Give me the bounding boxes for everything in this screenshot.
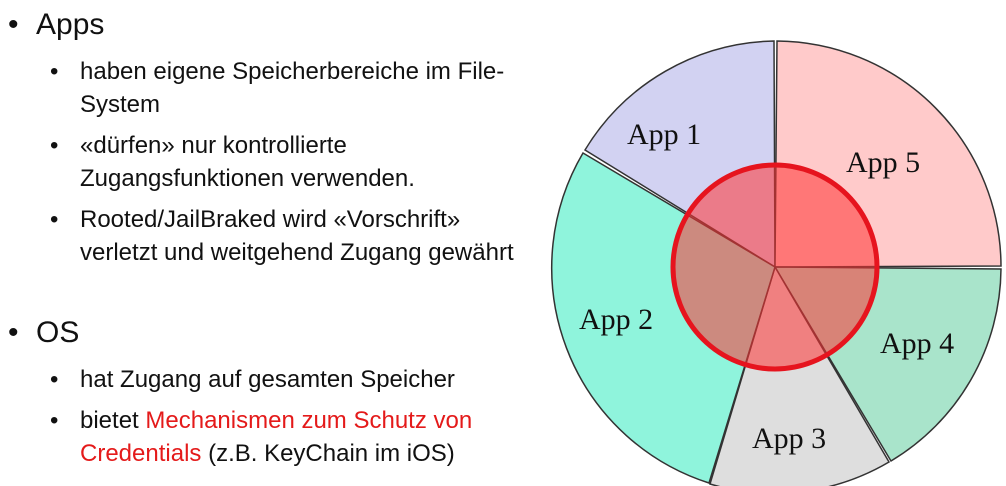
bullet-text: «dürfen» nur kontrollierte Zugangsfunkti… xyxy=(80,132,415,192)
bullet-text-suffix: (z.B. KeyChain im iOS) xyxy=(201,440,455,467)
os-access-circle xyxy=(670,162,880,372)
bullet-marker: • xyxy=(50,132,59,159)
bullet-text: hat Zugang auf gesamten Speicher xyxy=(80,366,455,393)
slice-app-3 xyxy=(709,265,891,486)
bullet-marker: • xyxy=(50,366,59,393)
slice-label-app-2: App 2 xyxy=(579,303,653,336)
bullet-marker: • xyxy=(8,316,19,349)
bullet-text-prefix: bietet xyxy=(80,407,146,434)
bullet-text: haben eigene Speicherbereiche im File-Sy… xyxy=(80,58,505,118)
bullet-marker: • xyxy=(50,58,59,85)
slice-label-app-4: App 4 xyxy=(880,327,954,360)
bullet-os-title: OS xyxy=(36,316,80,349)
bullet-marker: • xyxy=(50,206,59,233)
slice-label-app-3: App 3 xyxy=(752,422,826,455)
bullet-marker: • xyxy=(50,407,59,434)
bullet-marker: • xyxy=(8,8,19,41)
bullet-text: bietet Mechanismen zum Schutz von Creden… xyxy=(80,404,550,470)
slice-label-app-1: App 1 xyxy=(627,118,701,151)
bullet-apps-title: Apps xyxy=(36,8,105,41)
bullet-text: Rooted/JailBraked wird «Vorschrift» verl… xyxy=(80,206,514,266)
slice-label-app-5: App 5 xyxy=(846,146,920,179)
bullet-text-highlight: Mechanismen zum Schutz von Credentials xyxy=(80,407,473,467)
